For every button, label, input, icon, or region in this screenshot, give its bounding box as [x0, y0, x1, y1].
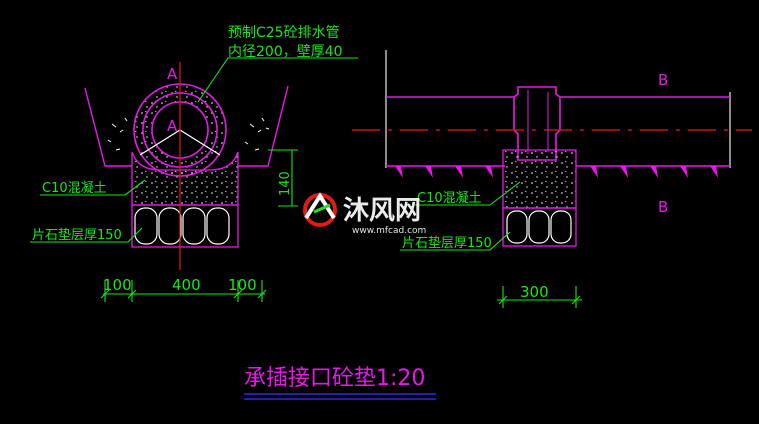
section-mark-a-inner: A: [167, 117, 178, 135]
stone-label: 片石垫层厚150: [32, 227, 122, 243]
right-section: B B C10混凝土 片石垫层厚150 300: [352, 50, 752, 308]
stone-blocks-right: [506, 210, 572, 244]
dim-text-center: 400: [172, 276, 201, 294]
concrete-leader: [40, 179, 146, 196]
watermark-url: www.mfcad.com: [352, 226, 426, 236]
stone-leader: [30, 227, 143, 243]
stone-label-right: 片石垫层厚150: [402, 235, 492, 251]
pipe-label-line2: 内径200，壁厚40: [228, 44, 343, 60]
stone-layer: [131, 204, 239, 248]
stone-blocks: [134, 207, 230, 245]
stone-leader-right: [400, 231, 511, 251]
concrete-bed: [131, 151, 239, 206]
watermark-name: 沐风网: [343, 196, 421, 226]
bell-joint-inner: [527, 90, 549, 154]
bell-joint: [513, 86, 561, 161]
trench-right-wall: [238, 85, 289, 167]
watermark: 沐风网 www.mfcad.com: [303, 192, 426, 236]
section-mark-a-top: A: [167, 65, 178, 83]
dim-text-left-a: 100: [103, 276, 132, 294]
ground-hatch: [395, 166, 718, 178]
trench-left-wall: [84, 87, 132, 167]
section-mark-b-top: B: [658, 71, 668, 89]
drawing-title: 承插接口砼垫1:20: [244, 366, 425, 391]
height-dim-text: 140: [278, 171, 293, 196]
dim-text-left-b: 100: [228, 276, 257, 294]
pipe-label-line1: 预制C25砼排水管: [228, 25, 340, 41]
bottom-dimension: [100, 280, 267, 302]
watermark-logo-icon: [303, 192, 337, 227]
concrete-label: C10混凝土: [42, 180, 107, 196]
bottom-dimension-right: [497, 286, 582, 308]
stone-layer-right: [502, 207, 577, 247]
dim-text-right: 300: [520, 283, 549, 301]
left-section: A A 预制C25砼排水管 内径200，壁厚40 C10混凝土 片石垫层厚150…: [30, 25, 358, 302]
pipe-leader: [197, 57, 358, 103]
soil-ticks: [107, 117, 270, 151]
concrete-label-right: C10混凝土: [417, 190, 482, 206]
concrete-bed-right: [502, 149, 577, 209]
section-mark-b-bottom: B: [658, 198, 668, 216]
concrete-leader-right: [415, 181, 521, 206]
